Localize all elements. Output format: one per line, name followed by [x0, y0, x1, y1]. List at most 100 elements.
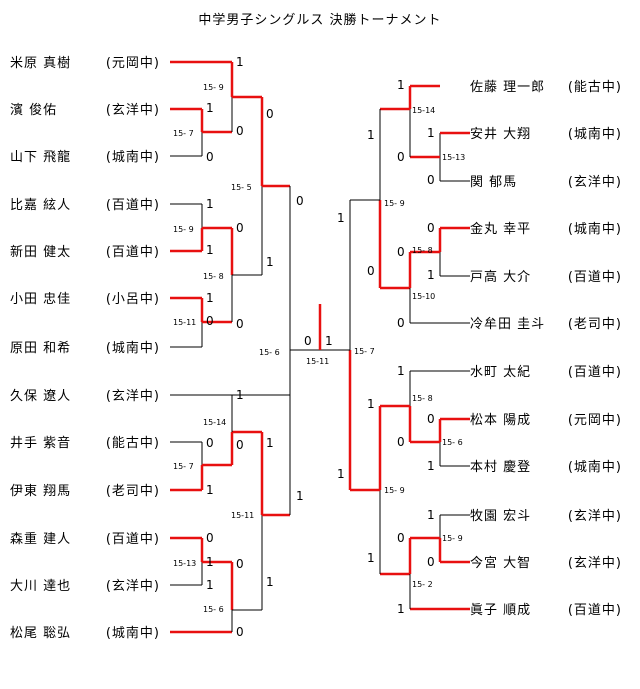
- set-score: 15-11: [173, 318, 196, 327]
- set-score: 15-14: [203, 418, 226, 427]
- set-score: 15- 8: [203, 272, 224, 281]
- match-score: 1: [427, 508, 435, 522]
- player-name: 小田 忠佳: [10, 292, 71, 307]
- match-score: 1: [427, 126, 435, 140]
- set-score: 15- 6: [442, 438, 463, 447]
- final-score: 0: [304, 334, 312, 348]
- match-score: 0: [206, 150, 214, 164]
- set-score: 15- 9: [203, 83, 224, 92]
- player-name: 大川 達也: [10, 579, 71, 594]
- set-score: 15- 6: [203, 605, 224, 614]
- player-school: (百道中): [568, 270, 622, 285]
- player-school: (城南中): [106, 340, 160, 356]
- match-score: 0: [236, 317, 244, 331]
- player-school: (能古中): [106, 436, 160, 451]
- player-school: (小呂中): [106, 292, 160, 307]
- match-score: 0: [427, 173, 435, 187]
- match-score: 1: [427, 459, 435, 473]
- match-score: 1: [367, 397, 375, 411]
- set-score: 15-11: [231, 511, 254, 520]
- player-name: 金丸 幸平: [470, 221, 531, 237]
- match-score: 1: [266, 436, 274, 450]
- player-name: 久保 遼人: [10, 389, 71, 404]
- player-name: 森重 建人: [10, 531, 71, 547]
- player-school: (老司中): [106, 484, 160, 499]
- player-school: (城南中): [568, 126, 622, 142]
- player-name: 牧園 宏斗: [470, 509, 531, 524]
- match-score: 1: [397, 78, 405, 92]
- match-score: 0: [206, 314, 214, 328]
- match-score: 0: [397, 531, 405, 545]
- player-school: (玄洋中): [106, 389, 160, 404]
- player-name: 原田 和希: [10, 341, 71, 356]
- player-school: (城南中): [568, 221, 622, 237]
- match-score: 0: [397, 435, 405, 449]
- match-score: 1: [206, 197, 214, 211]
- set-score: 15-10: [412, 292, 435, 301]
- set-score: 15- 9: [384, 486, 405, 495]
- player-school: (老司中): [568, 317, 622, 332]
- match-score: 0: [296, 194, 304, 208]
- match-score: 1: [397, 364, 405, 378]
- player-name: 山下 飛龍: [10, 149, 71, 165]
- match-score: 0: [236, 221, 244, 235]
- match-score: 0: [427, 221, 435, 235]
- match-score: 1: [206, 243, 214, 257]
- player-name: 比嘉 絃人: [10, 197, 71, 213]
- set-score: 15-13: [442, 153, 465, 162]
- match-score: 1: [206, 578, 214, 592]
- match-score: 1: [206, 483, 214, 497]
- player-school: (百道中): [568, 603, 622, 618]
- match-score: 0: [397, 316, 405, 330]
- match-score: 0: [397, 150, 405, 164]
- set-score: 15- 9: [173, 225, 194, 234]
- player-school: (玄洋中): [568, 509, 622, 524]
- player-name: 安井 大翔: [470, 127, 531, 142]
- match-score: 1: [236, 388, 244, 402]
- set-score: 15- 7: [354, 347, 375, 356]
- player-name: 佐藤 理一郎: [470, 80, 545, 95]
- match-score: 1: [266, 255, 274, 269]
- match-score: 0: [427, 555, 435, 569]
- match-score: 1: [266, 575, 274, 589]
- match-score: 0: [236, 438, 244, 452]
- set-score: 15- 7: [173, 462, 194, 471]
- set-score: 15-14: [412, 106, 435, 115]
- match-score: 1: [367, 128, 375, 142]
- player-name: 眞子 順成: [470, 603, 531, 618]
- match-score: 1: [206, 291, 214, 305]
- player-name: 松本 陽成: [470, 413, 531, 428]
- match-score: 1: [296, 489, 304, 503]
- set-score: 15-13: [173, 559, 196, 568]
- match-score: 1: [337, 211, 345, 225]
- player-name: 伊東 翔馬: [10, 483, 71, 499]
- player-school: (玄洋中): [106, 579, 160, 594]
- final-set-score: 15-11: [306, 357, 329, 366]
- match-score: 1: [427, 268, 435, 282]
- player-name: 冷牟田 圭斗: [470, 317, 545, 332]
- player-school: (百道中): [106, 198, 160, 213]
- player-school: (元岡中): [106, 56, 160, 71]
- set-score: 15- 6: [259, 348, 280, 357]
- player-name: 水町 太紀: [470, 365, 531, 380]
- set-score: 15- 9: [442, 534, 463, 543]
- player-name: 戸高 大介: [470, 269, 531, 285]
- set-score: 15- 7: [173, 129, 194, 138]
- player-school: (百道中): [106, 532, 160, 547]
- player-name: 松尾 聡弘: [10, 626, 71, 641]
- player-name: 井手 紫音: [10, 435, 71, 451]
- match-score: 0: [427, 412, 435, 426]
- player-school: (城南中): [106, 625, 160, 641]
- match-score: 0: [236, 557, 244, 571]
- match-score: 1: [236, 55, 244, 69]
- set-score: 15- 2: [412, 580, 433, 589]
- match-score: 0: [367, 264, 375, 278]
- set-score: 15- 9: [384, 199, 405, 208]
- set-score: 15- 5: [231, 183, 252, 192]
- match-score: 1: [367, 551, 375, 565]
- match-score: 0: [266, 107, 274, 121]
- player-school: (城南中): [106, 149, 160, 165]
- player-name: 新田 健太: [10, 244, 71, 260]
- match-score: 0: [236, 124, 244, 138]
